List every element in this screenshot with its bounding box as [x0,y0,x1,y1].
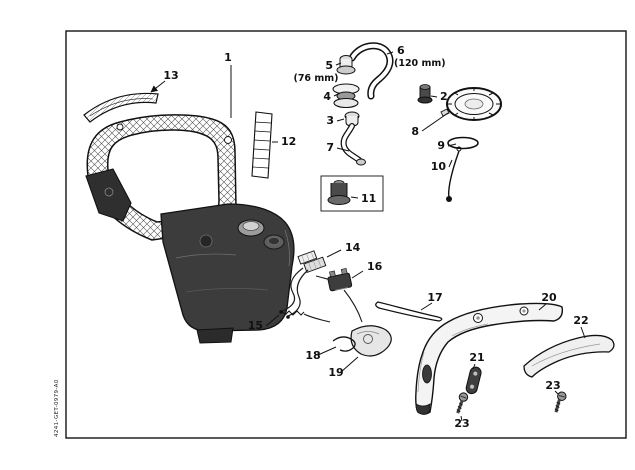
part-13-cover-strip [83,92,159,123]
callout-21: 21 [469,351,484,364]
callout-19: 19 [328,366,343,379]
callout-4: 4 [323,90,331,103]
doc-code: 4241-GET-0979-A0 [54,379,60,437]
screw-23-bottom [456,392,469,414]
part-21-insert [465,366,482,395]
part-20-handle-molding [415,302,564,415]
part-12-rib-strip [251,111,273,179]
callout-18: 18 [305,349,320,362]
callout-23-bottom: 23 [454,417,469,430]
callout-12: 12 [281,135,296,148]
callout-13: 13 [163,69,178,82]
callout-15: 15 [248,319,263,332]
callout-23-right: 23 [545,379,560,392]
callout-8: 8 [411,125,419,138]
callout-20: 20 [541,291,557,304]
part-5-6-fuel-hoses [336,42,394,100]
callout-14: 14 [345,241,361,254]
part-4-grommet [332,83,360,109]
part-18-wire-form [332,336,356,352]
hose-length-note-5: (76 mm) [293,73,338,84]
part-22-handle-molding [523,334,615,378]
part-19-trigger [350,325,392,357]
part-10-retainer-strap [446,146,462,202]
callouts: 1 13 5 (76 mm) 6 (120 mm) 4 2 3 8 9 7 10… [150,44,589,430]
callout-9: 9 [437,139,445,152]
part-2-valve [417,84,433,104]
part-9-o-ring [447,136,479,150]
part-14-connector [297,250,327,274]
callout-6: 6 [397,44,405,57]
callout-11: 11 [361,192,376,205]
diagram-border [65,30,627,439]
callout-22: 22 [573,314,588,327]
callout-1: 1 [224,51,232,64]
part-8-fuel-cap-assembly [440,87,502,202]
callout-2: 2 [440,90,448,103]
callout-3: 3 [326,114,334,127]
part-11-buffer-grommet [320,175,384,212]
part-17-rod [375,301,443,322]
screw-23-right [554,391,567,413]
callout-17: 17 [427,291,442,304]
part-1-housing [85,114,295,344]
callout-16: 16 [367,260,383,273]
part-14-19-switch-wiring [279,250,443,357]
callout-5: 5 [325,59,333,72]
callout-7: 7 [326,141,334,154]
part-16-switch [327,268,353,292]
hose-length-note-6: (120 mm) [394,58,446,69]
part-3-7-vent-hose [340,111,366,166]
callout-10: 10 [431,160,447,173]
